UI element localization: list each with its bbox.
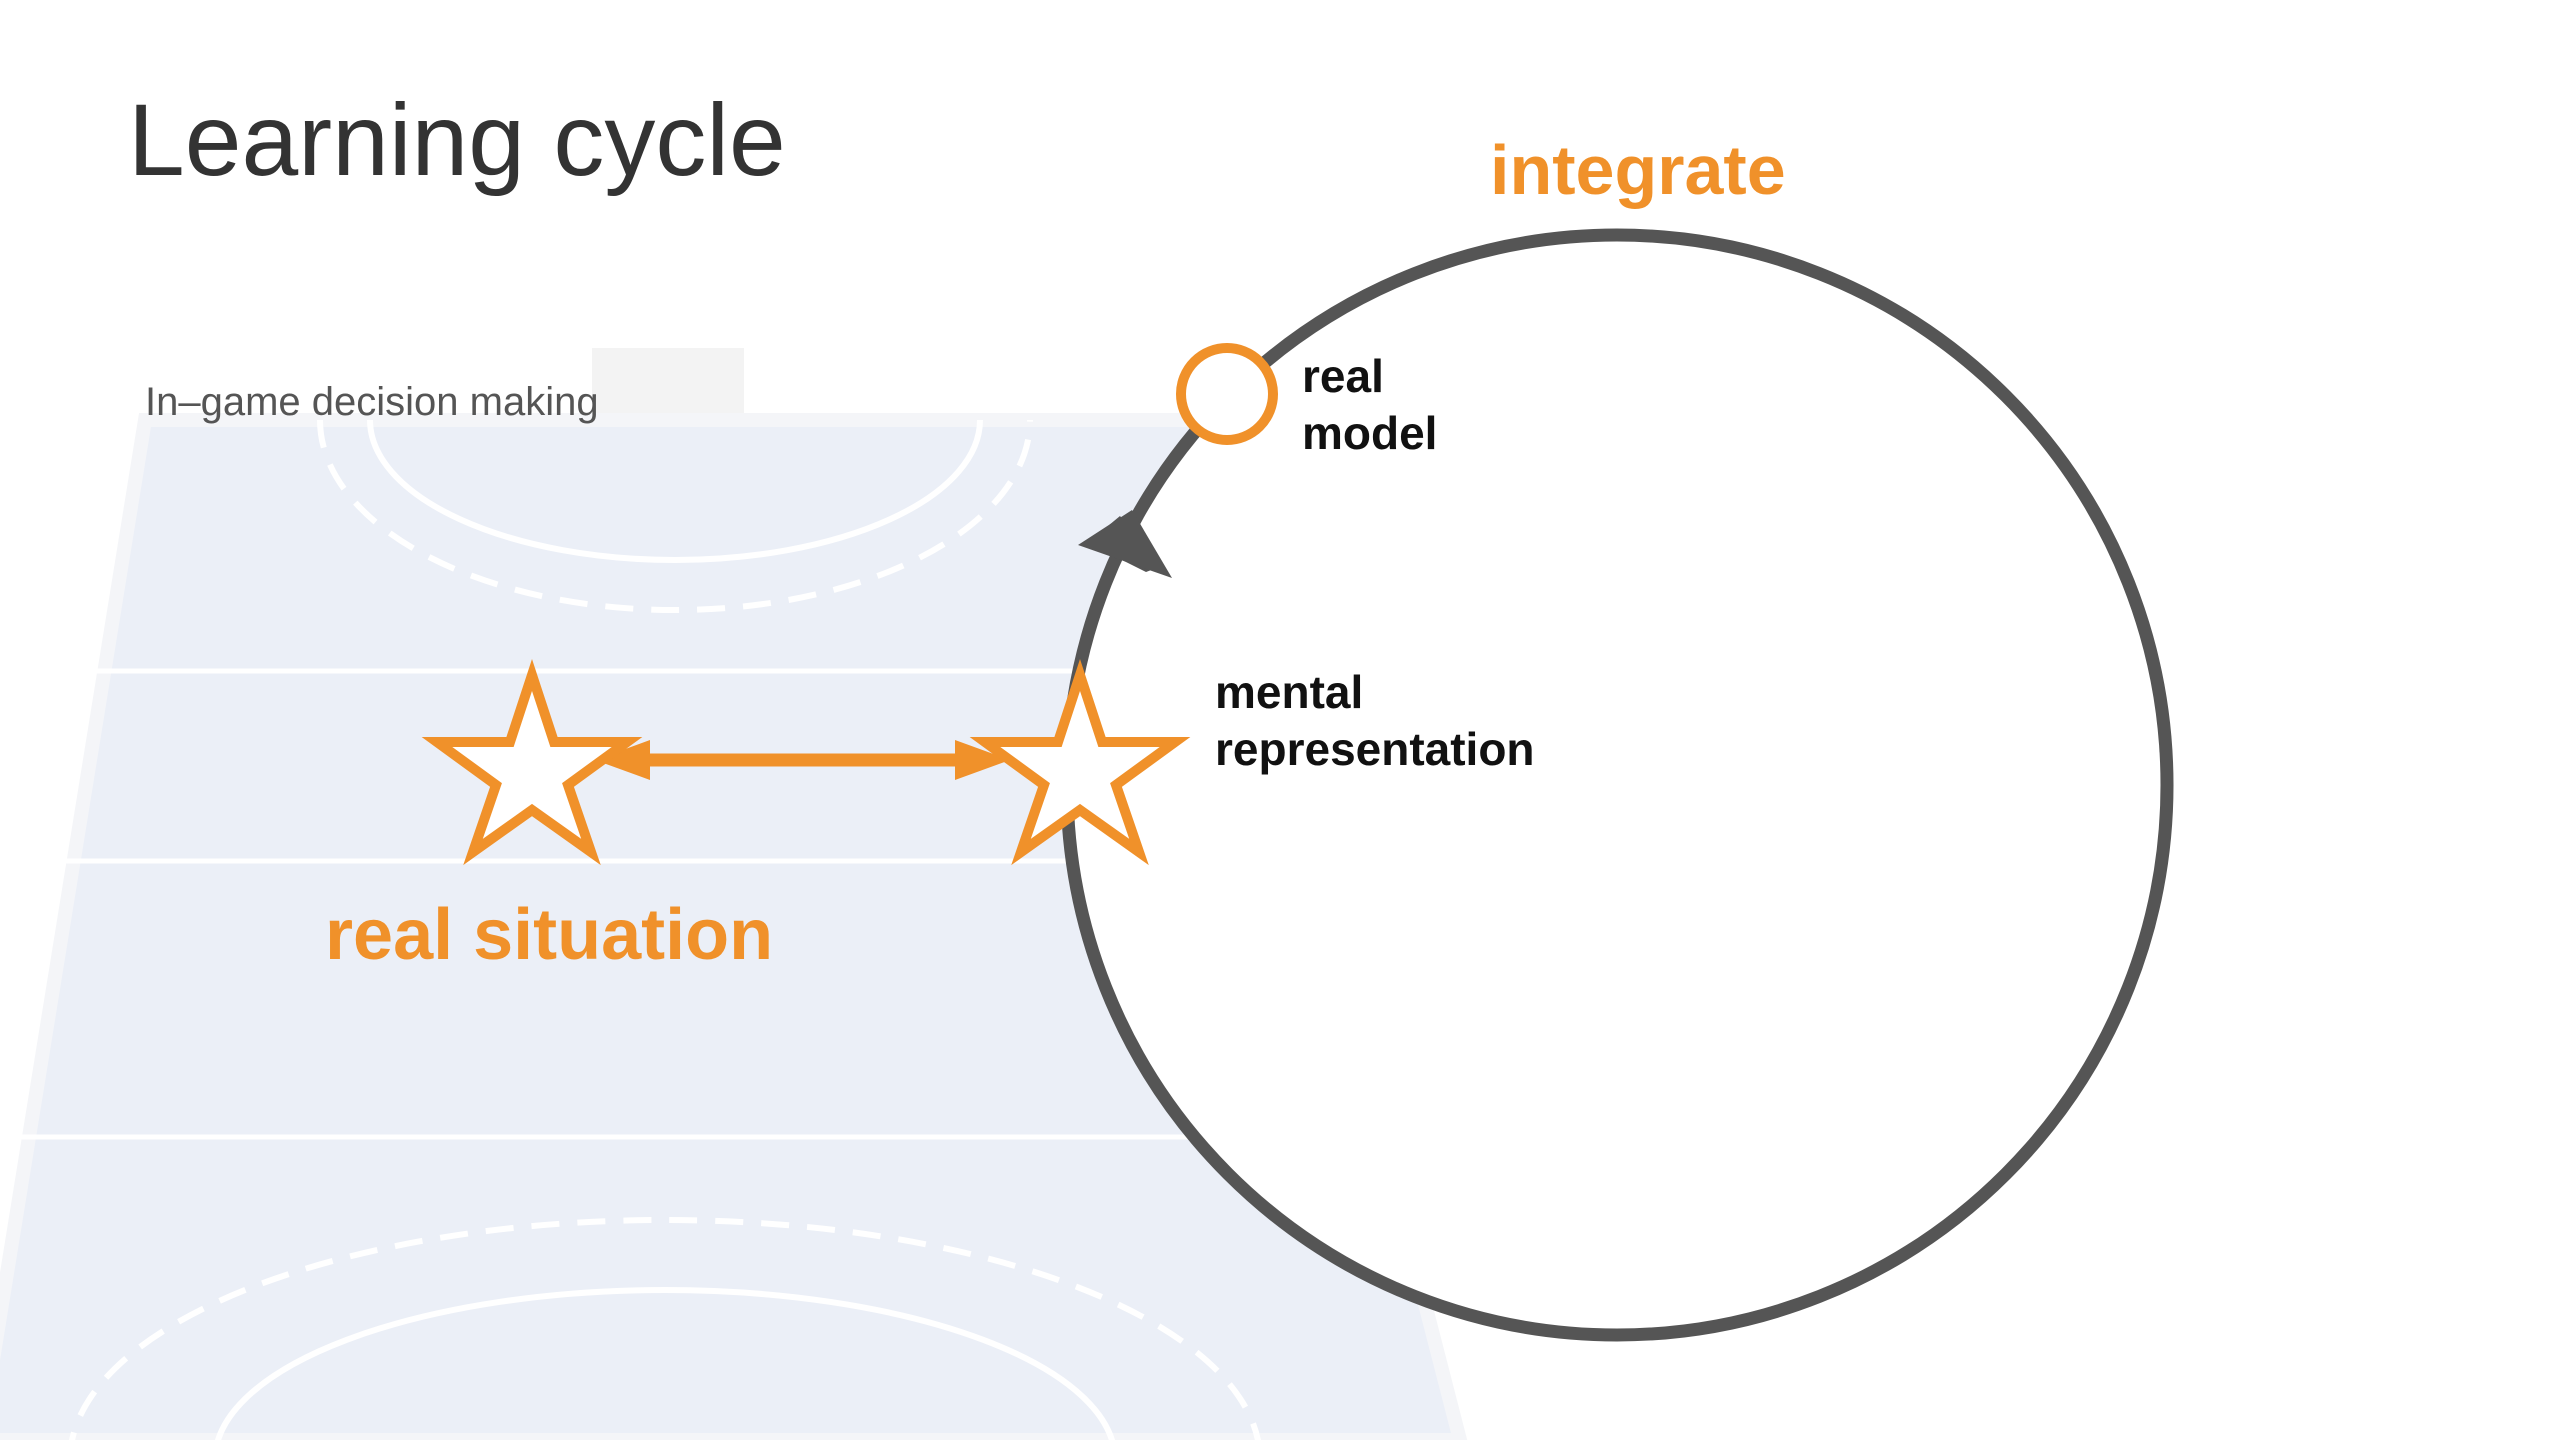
- double-arrow: [595, 740, 1010, 780]
- real-model-label-line-2: model: [1302, 407, 1438, 459]
- shooting-circle-bottom-dashed: [69, 1217, 1261, 1440]
- shooting-circle-top-dashed: [317, 419, 1033, 613]
- court-caption: In–game decision making: [145, 380, 599, 424]
- mental-representation-star-icon: [969, 658, 1191, 866]
- real-model-label-line-1: real: [1302, 350, 1384, 402]
- mental-representation-label-line-1: mental: [1215, 666, 1364, 718]
- goal-post: [592, 348, 744, 420]
- integrate-label: integrate: [1490, 131, 1786, 209]
- real-situation-label: real situation: [325, 895, 774, 975]
- double-arrow-head-right-icon: [955, 740, 1010, 780]
- mental-representation-label: mental representation: [1215, 664, 1535, 778]
- cycle-arrowhead-tip: [1078, 510, 1172, 578]
- mental-representation-label-line-2: representation: [1215, 723, 1535, 775]
- real-model-label: real model: [1302, 348, 1437, 462]
- goal-circle-bottom: [215, 1287, 1115, 1440]
- real-model-marker: [1176, 343, 1278, 445]
- double-arrow-head-left-icon: [595, 740, 650, 780]
- page-title: Learning cycle: [128, 83, 786, 197]
- real-situation-star-icon: [421, 658, 643, 866]
- goal-circle-top: [367, 419, 983, 563]
